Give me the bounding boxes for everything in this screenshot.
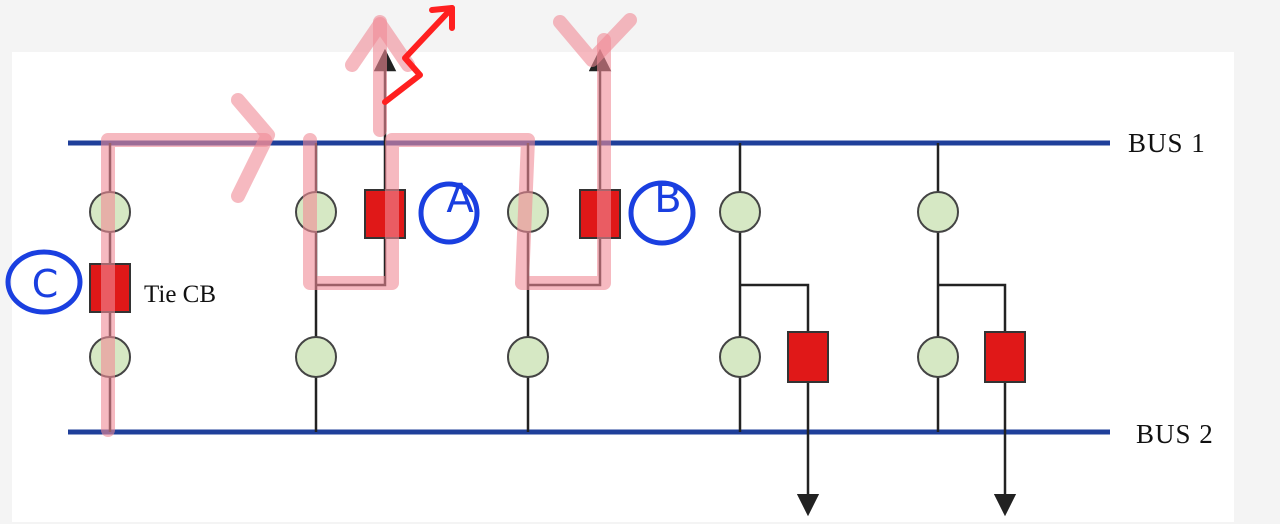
breaker-bay5 xyxy=(984,331,1026,383)
marker-c-label: C xyxy=(31,262,59,306)
red-fault-arrow xyxy=(382,5,455,105)
bay-3-wiring xyxy=(526,48,612,432)
isolator-bay5-lower xyxy=(917,336,959,378)
highlighted-current-path xyxy=(101,13,637,437)
isolator-bay4-upper xyxy=(719,191,761,233)
marker-b-label: B xyxy=(654,176,682,222)
marker-b-circle xyxy=(628,180,696,246)
marker-a-circle xyxy=(418,181,480,245)
bus-2-label: BUS 2 xyxy=(1136,419,1214,449)
bus-1-label: BUS 1 xyxy=(1128,128,1206,158)
isolator-bay4-lower xyxy=(719,336,761,378)
tie-cb-label: Tie CB xyxy=(144,281,217,308)
marker-a-label: A xyxy=(446,176,474,222)
marker-c-circle xyxy=(5,249,83,315)
breaker-bay4 xyxy=(787,331,829,383)
isolator-bay2-lower xyxy=(295,336,337,378)
isolator-bay3-lower xyxy=(507,336,549,378)
diagram-background xyxy=(12,52,1234,522)
isolator-bay5-upper xyxy=(917,191,959,233)
